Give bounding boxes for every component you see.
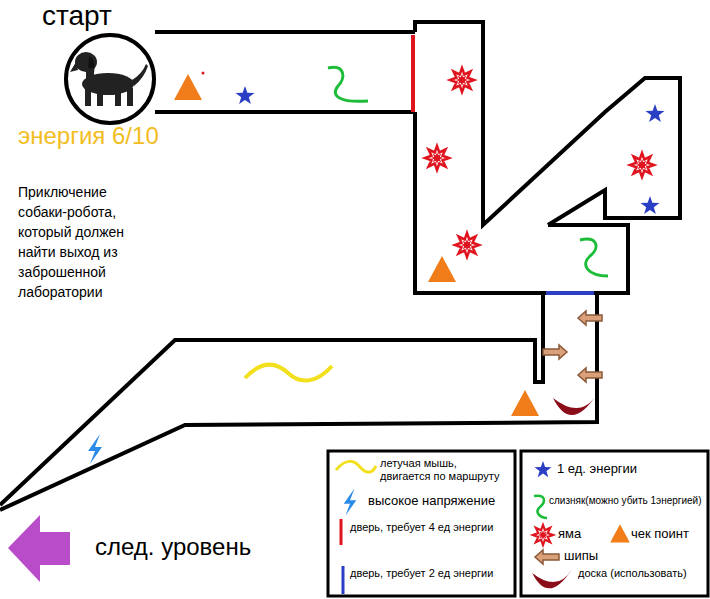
legend-text: 1 ед. энергии [557, 462, 704, 477]
legend-text: доска (использовать) [578, 567, 704, 580]
start-label: старт [42, 1, 112, 31]
legend-text: слизняк(можно убить 1энергией) [549, 495, 705, 507]
legend-text: чек поинт [631, 527, 705, 542]
legend-text: высокое напряжение [368, 494, 511, 509]
legend-text: шипы [564, 549, 644, 564]
legend-text: дверь, требует 4 ед энергии [350, 521, 511, 534]
energy-counter: энергия 6/10 [18, 122, 159, 150]
legend-text: дверь, требует 2 ед энергии [350, 567, 511, 580]
description-note: Приключение собаки-робота, который долже… [18, 182, 156, 302]
legend-text: яма [558, 527, 606, 542]
legend-text: летучая мышь, двигается по маршруту [380, 457, 510, 483]
next-level-label: след. уровень [95, 533, 251, 561]
